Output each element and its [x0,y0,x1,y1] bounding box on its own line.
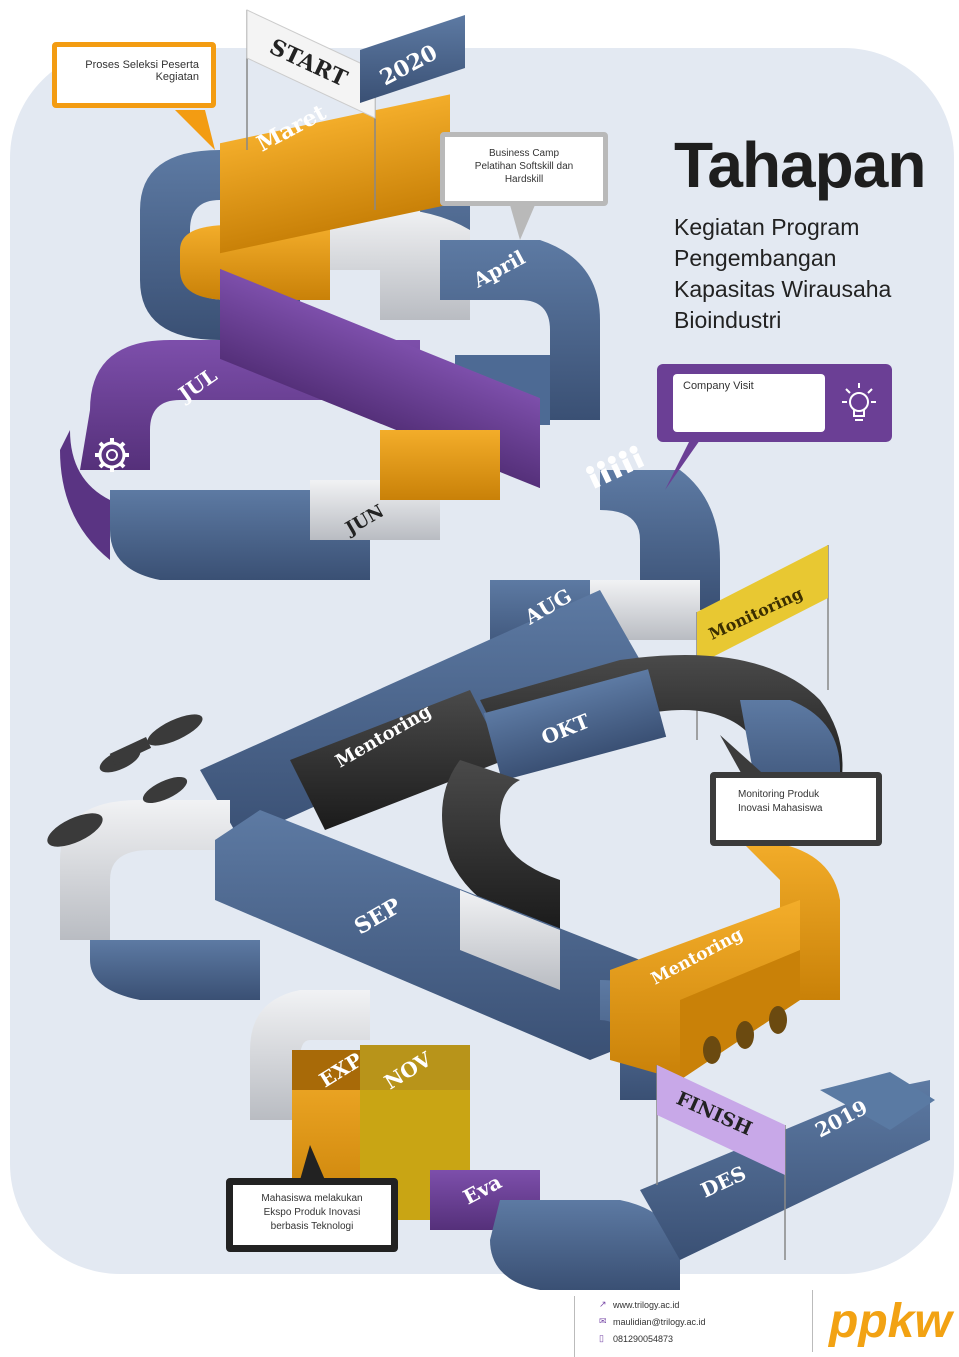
footer-phone-row: ▯ 081290054873 [575,1330,785,1347]
subtitle-line: Bioindustri [674,307,782,333]
callout-business-camp: Business Camp Pelatihan Softskill dan Ha… [440,132,608,206]
callout-ekspo-line-2: Ekspo Produk Inovasi [263,1207,361,1218]
footer-email[interactable]: maulidian@trilogy.ac.id [613,1316,706,1327]
callout-business-camp-line-1: Business Camp [488,148,560,159]
road-sep [60,800,680,1100]
callout-ekspo-line-1: Mahasiswa melakukan [261,1193,363,1204]
callout-pointer [720,735,770,780]
mentoring-building [610,840,840,1080]
mail-icon: ✉ [599,1316,607,1326]
callout-company-visit: Company Visit [657,364,892,442]
footer-phone: 081290054873 [613,1333,674,1344]
brand-logo-text: ppkw [829,1295,952,1348]
page-subtitle: Kegiatan Program Pengembangan Kapasitas … [674,212,944,336]
road-purple-loop [60,268,720,610]
gear-icon [95,438,129,472]
footer-website[interactable]: www.trilogy.ac.id [613,1299,680,1310]
callout-monitoring-produk-line-2: Inovasi Mahasiswa [738,803,823,814]
subtitle-line: Kegiatan Program [674,214,860,240]
callout-seleksi-text: Proses Seleksi Peserta Kegiatan [85,59,199,83]
footer-contact: ↗ www.trilogy.ac.id ✉ maulidian@trilogy.… [574,1296,785,1357]
lightbulb-icon [842,383,876,421]
footer-email-row[interactable]: ✉ maulidian@trilogy.ac.id [575,1313,785,1330]
callout-pointer [510,205,535,240]
drone-icon [47,714,203,847]
callout-pointer [665,440,700,490]
callout-ekspo-line-3: berbasis Teknologi [270,1221,354,1232]
callout-company-visit-text: Company Visit [683,380,754,392]
subtitle-line: Pengembangan [674,245,837,271]
callout-pointer [175,110,215,150]
phone-icon: ▯ [599,1333,604,1343]
callout-business-camp-line-3: Hardskill [504,174,544,185]
road-middle [200,580,700,840]
callout-ekspo: Mahasiswa melakukan Ekspo Produk Inovasi… [226,1178,398,1252]
callout-monitoring-produk: Monitoring Produk Inovasi Mahasiswa [710,772,882,846]
callout-business-camp-line-2: Pelatihan Softskill dan [474,161,574,172]
callout-company-visit-box: Company Visit [673,374,825,432]
link-icon: ↗ [599,1299,607,1309]
callout-pointer [300,1145,325,1180]
subtitle-line: Kapasitas Wirausaha [674,276,892,302]
road-top-loop [140,94,600,425]
callout-seleksi: Proses Seleksi Peserta Kegiatan [52,42,216,108]
callout-monitoring-produk-line-1: Monitoring Produk [738,789,820,800]
page-title: Tahapan [674,129,926,201]
brand-logo: ppkw [812,1290,959,1352]
people-icon [586,445,645,489]
footer-website-row[interactable]: ↗ www.trilogy.ac.id [575,1296,785,1313]
